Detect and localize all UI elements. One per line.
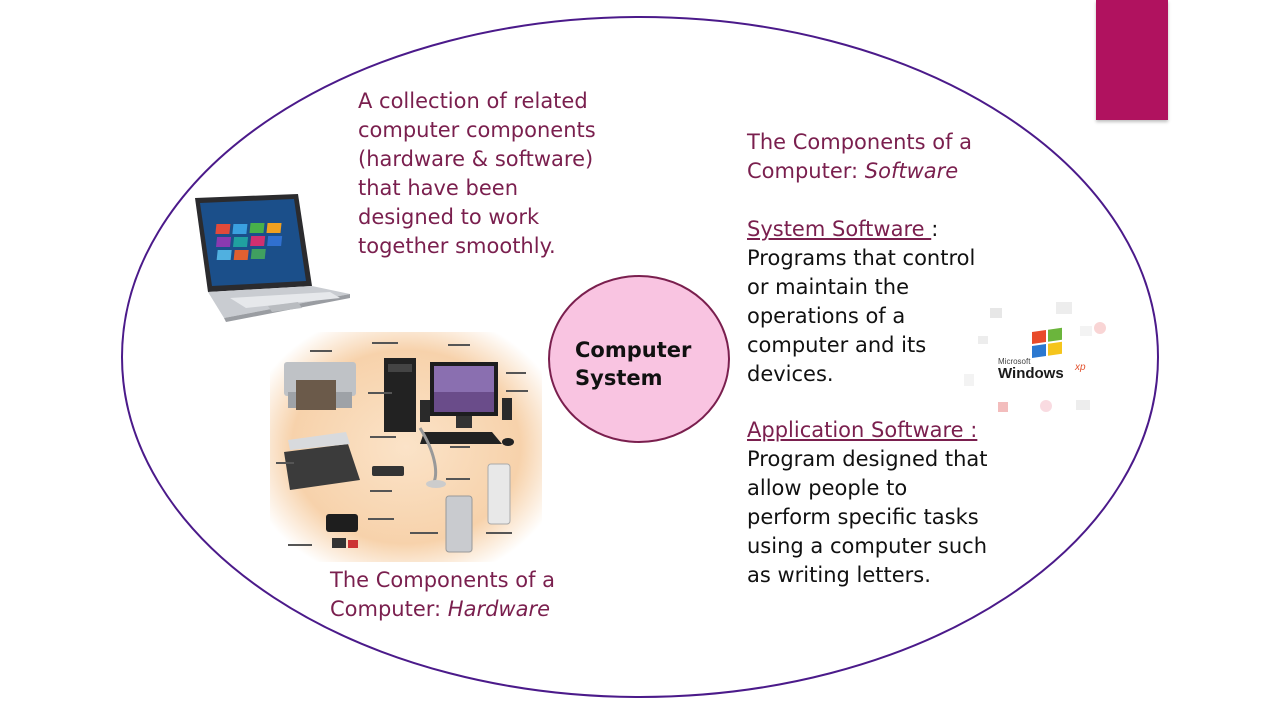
- center-circle: [548, 275, 730, 443]
- software-title-line2: Computer: Software: [747, 157, 1047, 186]
- system-software-line: computer and its: [747, 333, 927, 357]
- definition-line: together smoothly.: [358, 234, 556, 258]
- application-software-line: Program designed that: [747, 447, 988, 471]
- definition-line: that have been: [358, 176, 519, 200]
- windows-logo-maker: Microsoft: [998, 357, 1031, 366]
- software-title-emphasis: Software: [864, 159, 959, 183]
- application-software-line: using a computer such: [747, 534, 988, 558]
- application-software-line: perform specific tasks: [747, 505, 979, 529]
- center-label: Computer System: [575, 336, 725, 392]
- hardware-caption-emphasis: Hardware: [447, 597, 551, 621]
- hardware-caption: The Components of a Computer: Hardware: [330, 566, 620, 624]
- system-software-line: operations of a: [747, 304, 906, 328]
- application-software-line: as writing letters.: [747, 563, 931, 587]
- system-software-line: devices.: [747, 362, 834, 386]
- center-label-line2: System: [575, 366, 663, 390]
- system-software-line: or maintain the: [747, 275, 910, 299]
- definition-text: A collection of related computer compone…: [358, 87, 658, 261]
- system-software-heading: System Software :: [747, 215, 1047, 244]
- software-title: The Components of a Computer: Software: [747, 128, 1047, 186]
- hardware-caption-line2: Computer: Hardware: [330, 595, 620, 624]
- definition-line: computer components: [358, 118, 596, 142]
- definition-line: (hardware & software): [358, 147, 594, 171]
- application-software-body: Program designed that allow people to pe…: [747, 445, 1037, 590]
- system-software-heading-text: System Software: [747, 217, 932, 241]
- system-software-line: Programs that control: [747, 246, 976, 270]
- application-software-heading: Application Software :: [747, 418, 978, 442]
- application-software-line: allow people to: [747, 476, 908, 500]
- windows-logo-name: Windows: [998, 365, 1064, 382]
- definition-line: A collection of related: [358, 89, 588, 113]
- hardware-components-image: [270, 332, 542, 562]
- hardware-caption-line1: The Components of a: [330, 568, 556, 592]
- center-label-line1: Computer: [575, 338, 692, 362]
- software-title-line1: The Components of a: [747, 130, 973, 154]
- laptop-image: [195, 194, 350, 322]
- windows-xp-logo: Microsoft Windows xp: [964, 302, 1106, 412]
- windows-logo-version: xp: [1074, 362, 1086, 373]
- accent-bar: [1096, 0, 1168, 120]
- hardware-caption-prefix: Computer:: [330, 597, 448, 621]
- definition-line: designed to work: [358, 205, 540, 229]
- system-software-colon: :: [931, 217, 939, 241]
- system-software-body: Programs that control or maintain the op…: [747, 244, 1027, 389]
- software-title-prefix: Computer:: [747, 159, 865, 183]
